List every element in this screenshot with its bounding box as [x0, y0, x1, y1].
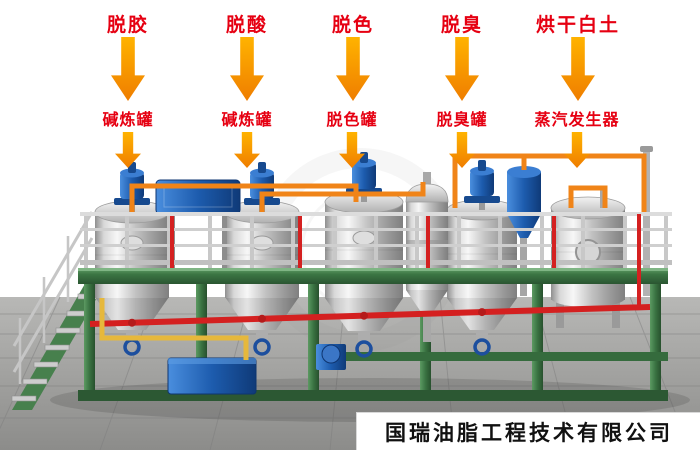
- equipment-label-decolorizing-tank: 脱色罐: [326, 112, 378, 129]
- platform-railing: [80, 212, 672, 268]
- equipment-label-steam-generator: 蒸汽发生器: [534, 112, 620, 129]
- process-label-degumming: 脱胶: [106, 15, 150, 36]
- process-label-clay-drying: 烘干白土: [535, 15, 621, 36]
- orange-process-piping: [129, 153, 647, 212]
- equipment-label-alkali-tank-1: 碱炼罐: [102, 112, 154, 129]
- right-standpipe: [640, 146, 653, 296]
- process-label-deacidification: 脱酸: [225, 15, 269, 36]
- company-name-banner: 国瑞油脂工程技术有限公司: [356, 412, 700, 450]
- equipment-label-alkali-tank-2: 碱炼罐: [221, 112, 273, 129]
- agitator-motor: [464, 160, 500, 210]
- platform-deck: [78, 268, 668, 284]
- valve-handwheel: [253, 338, 271, 356]
- stair-railing: [12, 211, 94, 384]
- floor-collection-tank: [167, 357, 257, 395]
- process-label-deodorization: 脱臭: [440, 15, 484, 36]
- vacuum-vessel: [507, 166, 541, 296]
- red-pipe-flanges: [128, 308, 486, 327]
- process-label-decolorization: 脱色: [331, 15, 375, 36]
- equipment-label-deodorizing-tank: 脱臭罐: [436, 112, 488, 129]
- transfer-pump: [316, 344, 346, 370]
- red-piping: [89, 214, 651, 327]
- valve-handwheel: [355, 340, 373, 358]
- yellow-piping: [99, 298, 249, 360]
- company-name-text: 国瑞油脂工程技术有限公司: [385, 422, 673, 445]
- valve-handwheel: [473, 338, 491, 356]
